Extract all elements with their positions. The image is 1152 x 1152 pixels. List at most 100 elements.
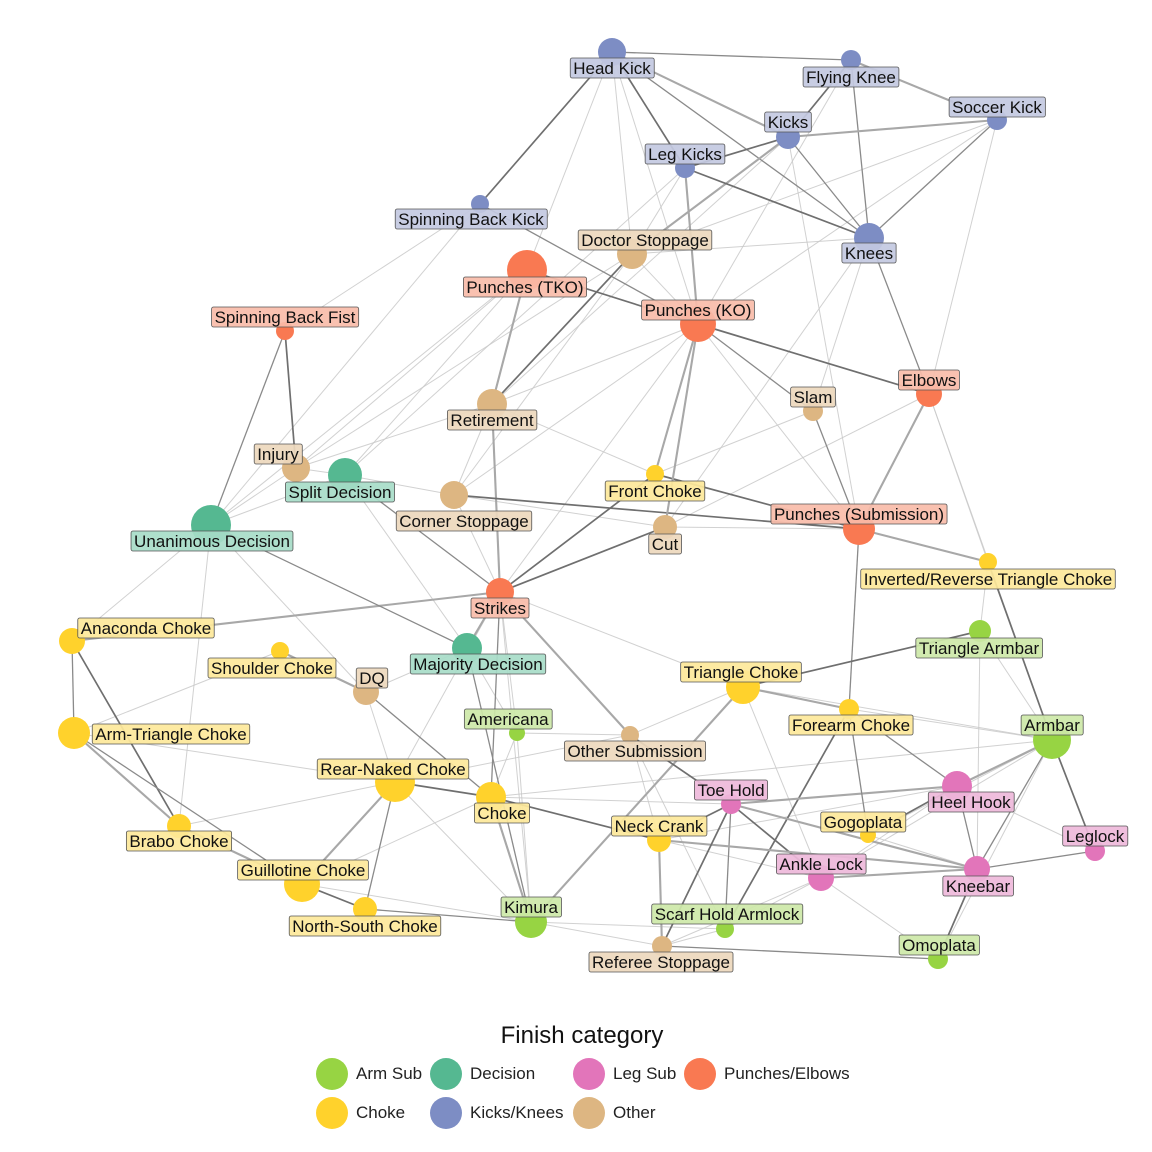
label-soccerkick: Soccer Kick [948, 96, 1046, 118]
node-spinningbackkick[interactable] [471, 195, 489, 213]
label-omoplata: Omoplata [898, 934, 980, 956]
edge-weak-soccerkick-elbows [928, 119, 998, 395]
node-othersub[interactable] [621, 726, 639, 744]
edge-punchesko-frontchoke [653, 323, 700, 475]
edge-rearnaked-northsouth [364, 781, 396, 910]
node-refereestoppage[interactable] [652, 936, 672, 956]
label-box [463, 708, 553, 730]
label-kimura: Kimura [500, 896, 562, 918]
legend-label: Kicks/Knees [470, 1103, 564, 1122]
node-northsouth[interactable] [353, 897, 377, 921]
edge-weak-cut-punchessub [664, 526, 860, 530]
label-armtriangle: Arm-Triangle Choke [91, 723, 251, 745]
edge-weak-guillotine-kimura [301, 883, 532, 923]
node-kneebar[interactable] [964, 856, 990, 882]
node-label: Referee Stoppage [592, 953, 730, 972]
node-label: Kimura [504, 898, 558, 917]
node-label: Punches (TKO) [466, 278, 583, 297]
node-frontchoke[interactable] [646, 465, 664, 483]
label-box [588, 951, 734, 973]
label-box [648, 533, 682, 555]
label-injury: Injury [253, 443, 303, 465]
legend-label: Arm Sub [356, 1064, 423, 1083]
label-box [770, 503, 948, 525]
label-box [611, 815, 708, 837]
node-trianglearmbar[interactable] [969, 620, 991, 642]
edge-weak-kimura-refereestoppage [530, 921, 663, 947]
node-label: Choke [477, 804, 526, 823]
edge-weak-flyingknee-punchesko [697, 59, 852, 325]
label-majoritydecision: Majority Decision [409, 653, 547, 675]
label-spinningbackkick: Spinning Back Kick [394, 208, 548, 230]
label-unanimousdecision: Unanimous Decision [130, 530, 294, 552]
label-box [77, 617, 215, 639]
node-label: Injury [257, 445, 299, 464]
label-box [130, 530, 294, 552]
node-scarfhold[interactable] [716, 920, 734, 938]
legend-swatch-leg [573, 1058, 605, 1090]
label-box [207, 657, 337, 679]
edge-weak-spinningbackkick-unanimousdecision [210, 203, 481, 526]
label-box [694, 779, 768, 801]
legend-label: Other [613, 1103, 656, 1122]
node-armtriangle[interactable] [58, 717, 90, 749]
label-forearmchoke: Forearm Choke [788, 714, 914, 736]
edge-weak-punchestko-unanimousdecision [210, 269, 528, 526]
label-splitdecision: Split Decision [285, 481, 395, 503]
node-label: Cut [652, 535, 679, 554]
node-label: Doctor Stoppage [581, 231, 709, 250]
label-northsouth: North-South Choke [288, 915, 442, 937]
label-elbows: Elbows [898, 369, 960, 391]
label-box [91, 723, 251, 745]
label-kneebar: Kneebar [942, 875, 1014, 897]
edge-toehold-kneebar [730, 802, 978, 871]
legend-swatch-kic [430, 1097, 462, 1129]
node-cut[interactable] [653, 515, 677, 539]
node-shoulderchoke[interactable] [271, 642, 289, 660]
edge-weak-rearnaked-brabochoke [178, 781, 396, 827]
label-punchesko: Punches (KO) [641, 299, 755, 321]
label-box [463, 276, 587, 298]
label-kicks: Kicks [764, 111, 812, 133]
edge-weak-armbar-omoplata [937, 739, 1053, 960]
node-label: Gogoplata [824, 813, 903, 832]
node-label: Corner Stoppage [399, 512, 528, 531]
edge-weak-unanimousdecision-dq [210, 524, 367, 693]
node-forearmchoke[interactable] [839, 699, 859, 719]
node-label: Anaconda Choke [81, 619, 211, 638]
edge-weak-unanimousdecision-brabochoke [178, 524, 212, 827]
node-label: Brabo Choke [129, 832, 228, 851]
node-label: Punches (KO) [645, 301, 752, 320]
edge-weak-punchesko-strikes [499, 323, 699, 593]
node-label: Flying Knee [806, 68, 896, 87]
node-flyingknee[interactable] [841, 50, 861, 70]
label-trianglechoke: Triangle Choke [680, 661, 802, 683]
node-label: Omoplata [902, 936, 976, 955]
label-trianglearmbar: Triangle Armbar [915, 637, 1043, 659]
edge-doctorstoppage-retirement [491, 253, 633, 405]
label-box [860, 568, 1116, 590]
node-label: Elbows [902, 371, 957, 390]
label-frontchoke: Front Choke [604, 480, 706, 502]
label-spinningbackfist: Spinning Back Fist [211, 306, 360, 328]
label-punchestko: Punches (TKO) [463, 276, 587, 298]
node-invtriangle[interactable] [979, 553, 997, 571]
edge-kicks-knees [787, 136, 870, 239]
label-leglock: Leglock [1062, 825, 1129, 847]
legend-label: Leg Sub [613, 1064, 677, 1083]
edge-anklelock-kneebar [820, 867, 978, 880]
label-heelhook: Heel Hook [927, 791, 1015, 813]
label-scarfhold: Scarf Hold Armlock [651, 903, 804, 925]
edge-armtriangle-brabochoke [73, 732, 180, 827]
label-box [394, 208, 548, 230]
label-strikes: Strikes [470, 597, 530, 619]
node-label: Heel Hook [931, 793, 1011, 812]
edge-neckcrank-refereestoppage [657, 839, 664, 947]
edge-weak-forearmchoke-armbar [848, 708, 1053, 741]
edge-strikes-cut [499, 526, 666, 593]
edge-punchessub-forearmchoke [848, 528, 860, 710]
node-cornerstoppage[interactable] [440, 481, 468, 509]
label-guillotine: Guillotine Choke [237, 859, 369, 881]
label-box [948, 96, 1046, 118]
label-box [764, 111, 812, 133]
